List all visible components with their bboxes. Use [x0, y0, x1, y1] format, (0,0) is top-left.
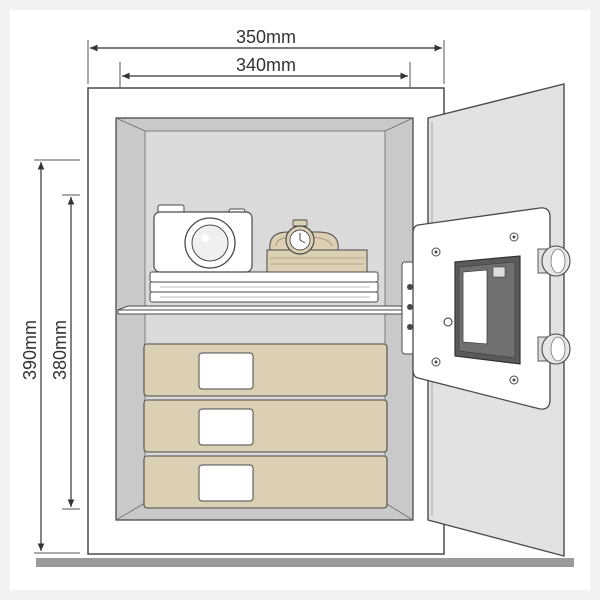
width-dimension-outer	[87, 40, 445, 84]
inner-width-label: 340mm	[236, 55, 296, 75]
drawer-top	[143, 343, 388, 397]
height-dimension-inner	[62, 194, 80, 510]
outer-width-label: 350mm	[236, 27, 296, 47]
camera-icon	[153, 204, 253, 273]
shelf	[117, 305, 411, 315]
floor	[36, 558, 574, 567]
lock-bolts	[537, 245, 571, 365]
keypad-icon	[443, 255, 521, 365]
height-dimension-outer	[34, 159, 80, 554]
width-dimension-inner	[119, 62, 411, 88]
watch-icon	[266, 219, 368, 273]
inner-height-label: 380mm	[50, 320, 70, 380]
drawer-middle	[143, 399, 388, 453]
document-stack	[149, 271, 379, 303]
drawer-bottom	[143, 455, 388, 509]
outer-height-label: 390mm	[20, 320, 40, 380]
